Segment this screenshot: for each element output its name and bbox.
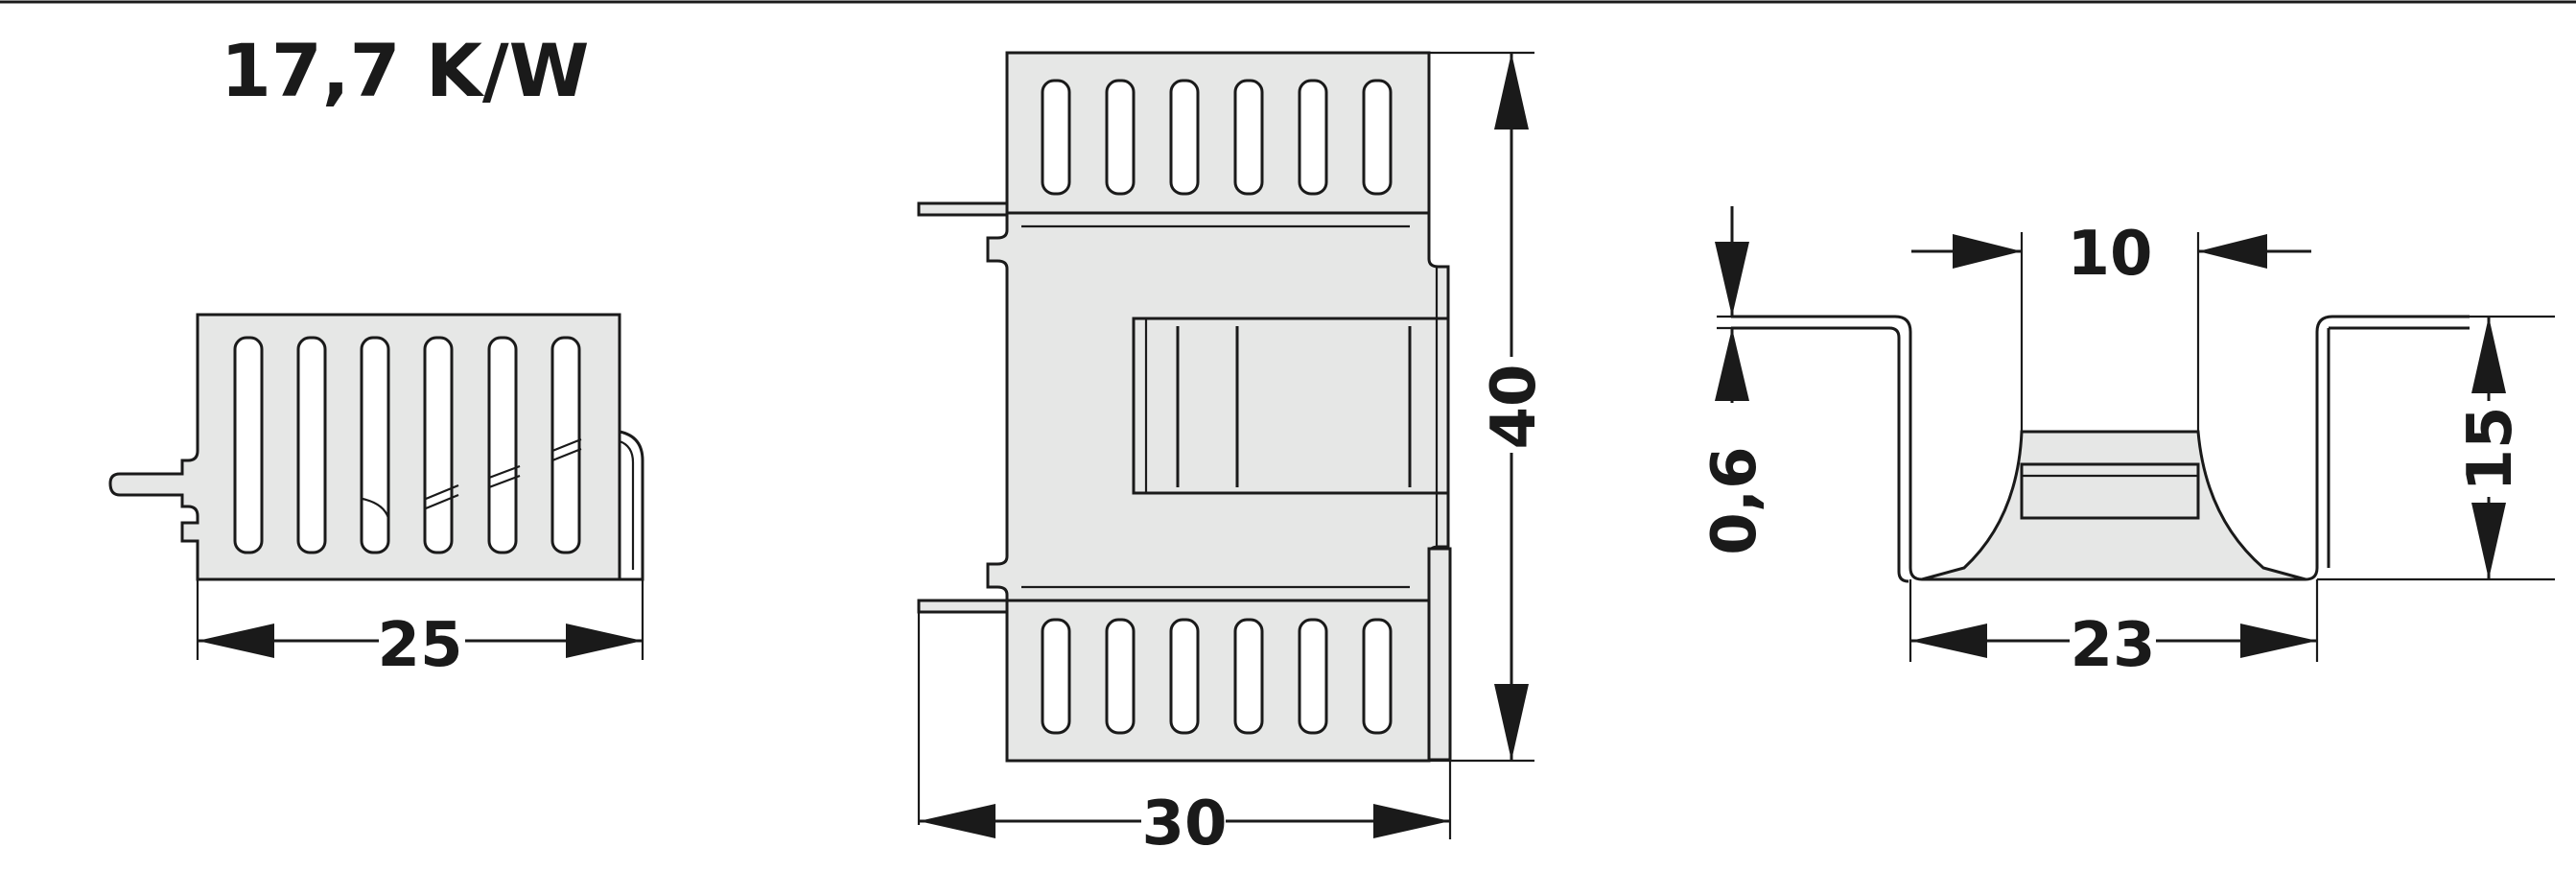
top-width-arrow-right bbox=[1373, 804, 1450, 838]
bottom-slot-6 bbox=[1362, 618, 1393, 735]
top-slot-4 bbox=[1233, 79, 1264, 196]
side-slot-1 bbox=[233, 336, 264, 554]
outer-width-arrow-left bbox=[1910, 624, 1987, 658]
side-dim-arrow-right bbox=[566, 624, 643, 658]
thickness-label: 0,6 bbox=[1699, 446, 1770, 554]
profile-center-insert bbox=[2020, 462, 2200, 520]
bottom-slot-1 bbox=[1041, 618, 1071, 735]
top-slot-6 bbox=[1362, 79, 1393, 196]
profile-height-arrow-down bbox=[2471, 503, 2506, 579]
side-view-fin bbox=[619, 430, 644, 581]
inner-width-arrow-right bbox=[2198, 234, 2267, 269]
side-width-label: 25 bbox=[377, 610, 462, 681]
thickness-arrow-up bbox=[1715, 328, 1749, 401]
outer-width-arrow-right bbox=[2240, 624, 2317, 658]
inner-width-label: 10 bbox=[2067, 219, 2152, 290]
top-view-right-strip bbox=[1427, 547, 1452, 762]
side-view: 25 bbox=[108, 313, 644, 681]
side-slot-2 bbox=[296, 336, 327, 554]
thickness-arrow-down bbox=[1715, 242, 1749, 317]
top-height-arrow-down bbox=[1494, 684, 1529, 761]
profile-outline-inner bbox=[1731, 326, 1909, 583]
top-view-slots-lower bbox=[1041, 618, 1393, 735]
top-view-center-clip bbox=[1132, 317, 1450, 495]
top-view-slots-upper bbox=[1041, 79, 1393, 196]
top-slot-3 bbox=[1169, 79, 1200, 196]
side-view-slots bbox=[233, 336, 581, 554]
top-slot-1 bbox=[1041, 79, 1071, 196]
top-width-arrow-left bbox=[919, 804, 995, 838]
top-height-arrow-up bbox=[1494, 53, 1529, 129]
top-width-label: 30 bbox=[1141, 789, 1227, 859]
side-dim-arrow-left bbox=[198, 624, 274, 658]
profile-height-label: 15 bbox=[2455, 406, 2526, 491]
outer-width-label: 23 bbox=[2070, 610, 2155, 681]
top-view: 40 30 bbox=[917, 51, 1550, 859]
top-slot-2 bbox=[1105, 79, 1136, 196]
top-view-tab-left-lower bbox=[917, 599, 1009, 614]
side-slot-4 bbox=[423, 336, 454, 554]
side-slot-3 bbox=[360, 336, 390, 554]
bottom-slot-4 bbox=[1233, 618, 1264, 735]
profile-view: 10 23 15 0,6 bbox=[1699, 206, 2555, 681]
bottom-slot-3 bbox=[1169, 618, 1200, 735]
profile-height-arrow-up bbox=[2471, 317, 2506, 393]
inner-width-arrow-left bbox=[1953, 234, 2022, 269]
thermal-resistance-title: 17,7 K/W bbox=[221, 28, 589, 113]
side-view-fin-inner bbox=[619, 439, 635, 570]
side-view-clip-line bbox=[362, 437, 582, 519]
side-slot-5 bbox=[487, 336, 518, 554]
top-view-tab-left-upper bbox=[917, 201, 1009, 217]
top-height-label: 40 bbox=[1479, 364, 1550, 449]
bottom-slot-2 bbox=[1105, 618, 1136, 735]
bottom-slot-5 bbox=[1298, 618, 1328, 735]
top-slot-5 bbox=[1298, 79, 1328, 196]
